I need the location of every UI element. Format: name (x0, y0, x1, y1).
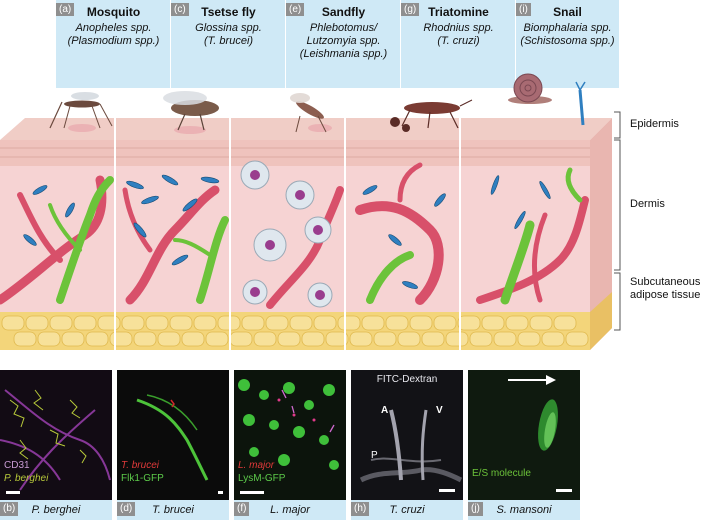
lymphatic-vessels (48, 167, 583, 305)
vector-header-triatomine: (g) Triatomine Rhodnius spp. (T. cruzi) (400, 0, 516, 88)
channel-label: Flk1-GFP (121, 473, 164, 484)
micrograph-b-image (0, 389, 111, 491)
vector-species: Anopheles spp. (Plasmodium spp.) (56, 22, 171, 48)
vector-species: Glossina spp. (T. brucei) (171, 22, 286, 48)
panel-tag: (h) (351, 502, 370, 516)
species-line: Rhodnius spp. (423, 22, 494, 34)
species-line: (Plasmodium spp.) (67, 35, 160, 47)
sandfly-icon (290, 93, 332, 133)
caption-text: L. major (270, 504, 310, 516)
layer-label-line: adipose tissue (630, 289, 701, 301)
layer-label-epidermis: Epidermis (630, 118, 679, 130)
vector-header-tsetse: (c) Tsetse fly Glossina spp. (T. brucei) (170, 0, 286, 88)
species-line: Biomphalaria spp. (523, 22, 612, 34)
snail-icon (508, 73, 586, 126)
mosquito-icon (49, 92, 113, 132)
scale-bar (439, 489, 455, 492)
panel-tag: (c) (171, 3, 189, 16)
vector-name: Tsetse fly (201, 5, 256, 19)
vector-name: Triatomine (428, 5, 489, 19)
vector-header-snail: (i) Snail Biomphalaria spp. (Schistosoma… (515, 0, 619, 88)
micrograph-j-image (508, 375, 558, 451)
scale-bar (240, 491, 264, 494)
epidermis-layer (0, 140, 590, 166)
micrograph-j: E/S molecule (468, 370, 580, 500)
vector-species: Rhodnius spp. (T. cruzi) (401, 22, 516, 48)
skin-cross-section (0, 73, 621, 350)
vector-name: Snail (553, 5, 582, 19)
channel-label: CD31 (4, 460, 30, 471)
tsetse-fly-icon (163, 91, 219, 134)
caption-text: T. brucei (152, 504, 194, 516)
channel-label: P. berghei (4, 473, 49, 484)
caption-text: S. mansoni (496, 504, 552, 516)
species-line: (Leishmania spp.) (299, 48, 388, 60)
channel-label: T. brucei (121, 460, 159, 471)
layer-label-dermis: Dermis (630, 198, 665, 210)
caption-b: (b) P. berghei (0, 500, 112, 520)
scale-bar (6, 491, 20, 494)
species-line: Lutzomyia spp. (306, 35, 381, 47)
panel-tag: (i) (516, 3, 531, 16)
species-line: Anopheles spp. (75, 22, 152, 34)
micrograph-d-image (136, 394, 209, 481)
macrophages (240, 160, 333, 308)
tissue-side-face (590, 118, 612, 350)
layer-brackets (614, 111, 621, 331)
vector-name: Mosquito (86, 5, 141, 19)
channel-label: L. major (238, 460, 275, 471)
column-dividers (114, 118, 461, 350)
micrograph-f-image (238, 379, 339, 470)
micrograph-d: T. brucei Flk1-GFP (117, 370, 229, 500)
panel-tag: (b) (0, 502, 19, 516)
species-line: (Schistosoma spp.) (520, 35, 615, 47)
species-line: Glossina spp. (195, 22, 262, 34)
caption-text: T. cruzi (389, 504, 425, 516)
caption-f: (f) L. major (234, 500, 346, 520)
parasites (23, 174, 551, 289)
caption-h: (h) T. cruzi (351, 500, 463, 520)
artery-label: A (381, 405, 389, 416)
parasite-label: P (371, 450, 378, 461)
panel-tag: (d) (117, 502, 136, 516)
species-line: (T. brucei) (203, 35, 254, 47)
layer-label-line: Subcutaneous (630, 276, 701, 288)
layer-label-adipose: Subcutaneous adipose tissue (630, 276, 700, 302)
caption-d: (d) T. brucei (117, 500, 229, 520)
micrograph-h: FITC-Dextran A V P (351, 370, 463, 500)
vein-label: V (436, 405, 443, 416)
micrograph-b: CD31 P. berghei (0, 370, 112, 500)
panel-tag: (j) (468, 502, 483, 516)
panel-title: FITC-Dextran (376, 374, 438, 385)
vector-header-mosquito: (a) Mosquito Anopheles spp. (Plasmodium … (55, 0, 171, 88)
scale-bar (218, 491, 223, 494)
vector-header-sandfly: (e) Sandfly Phlebotomus/ Lutzomyia spp. … (285, 0, 401, 88)
micrograph-h-image (359, 409, 463, 483)
triatomine-icon (390, 99, 473, 132)
vector-species: Phlebotomus/ Lutzomyia spp. (Leishmania … (286, 22, 401, 61)
vector-species: Biomphalaria spp. (Schistosoma spp.) (516, 22, 619, 48)
panel-tag: (g) (401, 3, 420, 16)
channel-label: LysM-GFP (238, 473, 286, 484)
caption-text: P. berghei (31, 504, 81, 516)
panel-tag: (f) (234, 502, 250, 516)
species-line: Phlebotomus/ (309, 22, 378, 34)
caption-j: (j) S. mansoni (468, 500, 580, 520)
panel-tag: (a) (56, 3, 75, 16)
arrow-right-icon (546, 375, 556, 385)
scale-bar (556, 489, 572, 492)
channel-label: E/S molecule (472, 468, 531, 479)
micrograph-f: L. major LysM-GFP (234, 370, 346, 500)
panel-tag: (e) (286, 3, 305, 16)
vector-name: Sandfly (321, 5, 366, 19)
species-line: (T. cruzi) (437, 35, 480, 47)
